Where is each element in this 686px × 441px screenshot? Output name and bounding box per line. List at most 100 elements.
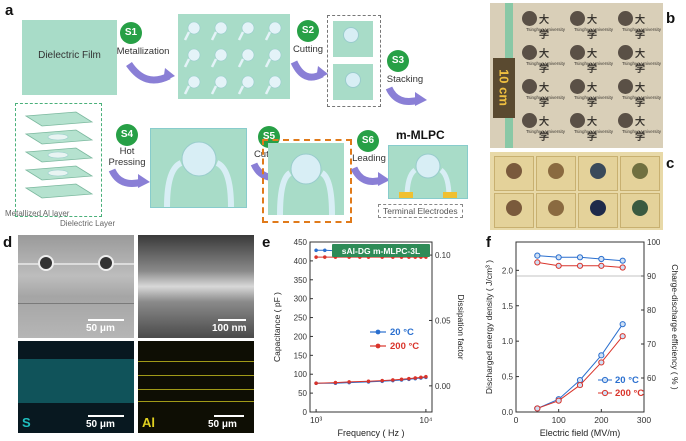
- electrode-lead: [237, 85, 245, 95]
- legend-label: 20 °C: [390, 327, 414, 338]
- logo-subtext: Tsinghua University: [574, 129, 614, 134]
- plot-frame: [515, 241, 645, 413]
- step-s3-badge: S3: [387, 50, 409, 72]
- electrode-lead: [183, 58, 191, 68]
- electrode-lead: [237, 31, 245, 41]
- x-tick-label: 200: [594, 415, 608, 425]
- legend-label: 200 °C: [615, 388, 644, 399]
- device-cell: [620, 193, 660, 228]
- title-text: sAl-DG m-MLPC-3L: [342, 246, 420, 256]
- legend-label: 20 °C: [615, 375, 639, 386]
- seal-icon: [618, 79, 633, 94]
- dielectric-film: Dielectric Film: [22, 20, 117, 95]
- logo-subtext: Tsinghua University: [622, 129, 662, 134]
- y2-tick-label: 80: [647, 306, 656, 315]
- series-point-0: [619, 321, 626, 328]
- step-s1-badge: S1: [120, 22, 142, 44]
- logo-text: 大学: [539, 117, 549, 143]
- y-tick-label: 2.0: [502, 266, 514, 275]
- y-tick-label: 300: [294, 295, 308, 304]
- device-electrode: [590, 200, 606, 216]
- layer-stack: [24, 111, 94, 199]
- logo-text: 大学: [587, 15, 597, 41]
- arrow-s3-icon: [385, 86, 427, 106]
- terminal-label: Terminal Electrodes: [378, 204, 463, 218]
- title-background: [332, 244, 430, 257]
- series-point-3: [598, 262, 605, 269]
- legend-marker: [375, 329, 381, 335]
- legend-label: 200 °C: [390, 341, 419, 352]
- y2-tick-label: 100: [647, 238, 661, 247]
- series-point-3: [555, 262, 562, 269]
- cut-pieces-frame: [327, 15, 381, 107]
- panel-label-f: f: [486, 234, 491, 251]
- series-point-3: [380, 378, 385, 383]
- step-s4-label: Hot Pressing: [108, 146, 146, 168]
- y-axis-label: Discharged energy density ( J/cm³ ): [484, 260, 494, 394]
- seal-icon: [618, 45, 633, 60]
- device-cell: [578, 193, 618, 228]
- element-label-al: Al: [142, 415, 155, 430]
- electrode-lead: [264, 31, 272, 41]
- electrode-lead: [210, 85, 218, 95]
- panel-label-a: a: [5, 2, 14, 19]
- electrode-lead: [264, 58, 272, 68]
- x-tick-label: 0: [514, 415, 519, 425]
- legend-marker: [601, 376, 609, 384]
- metallized-film: [178, 14, 290, 99]
- photo-c: [490, 152, 663, 230]
- panel-label-d: d: [3, 234, 13, 251]
- x-axis-label: Frequency ( Hz ): [337, 428, 404, 438]
- device-cell: [536, 193, 576, 228]
- panel-label-e: e: [262, 234, 271, 251]
- seal-icon: [522, 45, 537, 60]
- logo-subtext: Tsinghua University: [574, 61, 614, 66]
- electrode-pattern: [183, 21, 282, 95]
- logo-subtext: Tsinghua University: [622, 95, 662, 100]
- electrode-lead: [210, 31, 218, 41]
- seal-icon: [570, 45, 585, 60]
- series-line-0: [537, 323, 624, 409]
- device-electrode: [548, 200, 564, 216]
- electrode-dot: [214, 21, 228, 35]
- dielectric-film-label: Dielectric Film: [38, 50, 101, 61]
- device-cell: [494, 156, 534, 191]
- x-tick-label: 10³: [310, 415, 322, 425]
- scale-bar-1: 50 μm: [86, 323, 115, 334]
- series-point-3: [576, 262, 584, 269]
- electrode-dot: [268, 48, 282, 62]
- electrode-dot: [187, 75, 201, 89]
- seal-icon: [618, 113, 633, 128]
- y2-tick-label: 70: [647, 340, 656, 349]
- series-point-3: [534, 259, 541, 266]
- logo-subtext: Tsinghua University: [526, 95, 566, 100]
- sem-image-1: 50 μm: [18, 235, 134, 338]
- chart-e: 0501001502002503003504004500.000.050.101…: [272, 238, 466, 438]
- pressed-capacitor: [150, 128, 247, 208]
- series-point-2: [576, 254, 584, 261]
- dielectric-layer-label: Dielectric Layer: [60, 219, 116, 228]
- series-point-1: [576, 381, 584, 389]
- logo-subtext: Tsinghua University: [526, 61, 566, 66]
- logo-subtext: Tsinghua University: [526, 27, 566, 32]
- element-label-s: S: [22, 415, 31, 430]
- series-point-3: [424, 374, 428, 379]
- eds-map-s: S 50 μm: [18, 341, 134, 433]
- arrow-s2-icon: [290, 60, 328, 81]
- series-point-1: [598, 359, 605, 366]
- logo-text: 大学: [587, 49, 597, 75]
- series-point-3: [347, 380, 352, 384]
- logo-text: 大学: [635, 49, 645, 75]
- electrode-dot: [241, 75, 255, 89]
- y2-tick-label: 0.00: [435, 382, 451, 391]
- product-label: m-MLPC: [396, 128, 445, 142]
- cut-piece-2: [333, 64, 373, 100]
- x-tick-label: 100: [552, 415, 566, 425]
- series-point-3: [314, 381, 318, 386]
- device-electrode: [632, 163, 648, 179]
- y-tick-label: 0.5: [502, 373, 514, 382]
- logo-text: 大学: [587, 117, 597, 143]
- electrode-dot: [268, 75, 282, 89]
- series-point-0: [576, 377, 584, 384]
